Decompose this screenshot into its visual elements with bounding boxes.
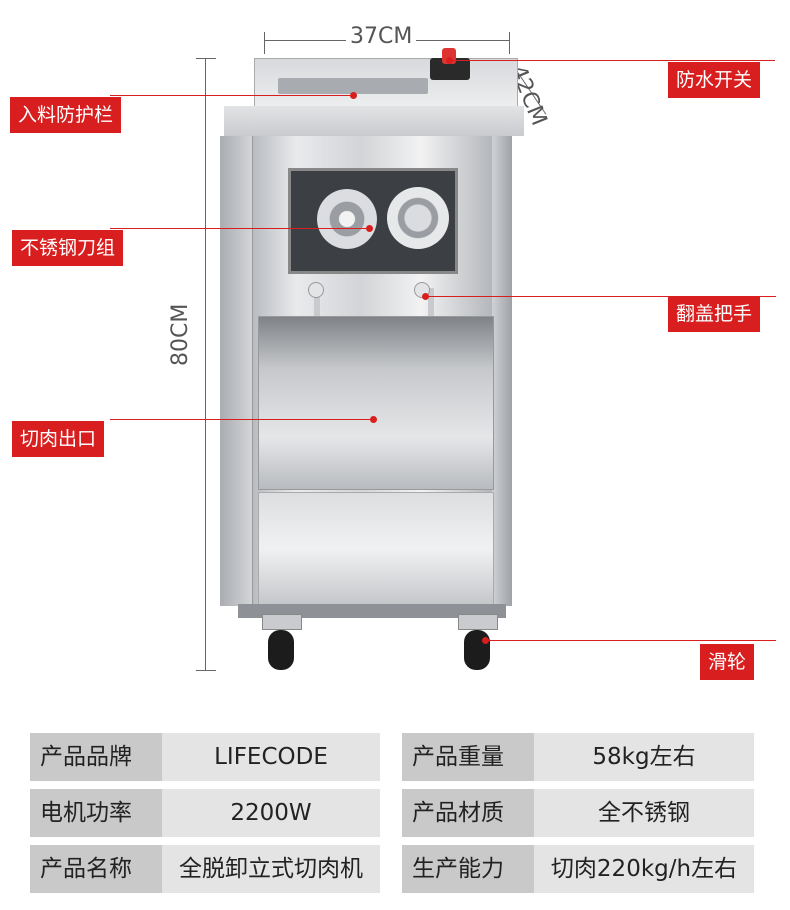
callout-casters: 滑轮 — [700, 644, 755, 680]
feed-guard-slots — [278, 78, 428, 94]
callout-meat-outlet-dot — [370, 416, 377, 423]
callout-feed-guard-dot — [350, 92, 357, 99]
spec-label-brand: 产品品牌 — [30, 733, 162, 781]
spec-label-name: 产品名称 — [30, 845, 162, 893]
spec-value-name: 全脱卸立式切肉机 — [162, 845, 380, 893]
blade-roller-right — [387, 187, 449, 249]
caster-left — [258, 614, 304, 670]
callout-feed-guard-line — [110, 95, 354, 96]
spec-value-weight: 58kg左右 — [534, 733, 754, 781]
spec-label-power: 电机功率 — [30, 789, 162, 837]
callout-blade-set: 不锈钢刀组 — [12, 230, 124, 266]
height-dimension-tick-top — [196, 58, 216, 59]
callout-lid-handle-line — [426, 296, 776, 297]
spec-label-capacity: 生产能力 — [402, 845, 534, 893]
spec-label-weight: 产品重量 — [402, 733, 534, 781]
spec-label-material: 产品材质 — [402, 789, 534, 837]
width-dimension-tick-left — [264, 32, 265, 54]
machine-base — [238, 604, 506, 618]
caster-right — [454, 614, 500, 670]
callout-casters-line — [486, 640, 776, 641]
spec-value-power: 2200W — [162, 789, 380, 837]
spec-value-material: 全不锈钢 — [534, 789, 754, 837]
width-dimension-tick-right — [509, 32, 510, 54]
callout-meat-outlet-line — [110, 419, 374, 420]
callout-lid-handle: 翻盖把手 — [668, 296, 761, 332]
callout-blade-set-dot — [366, 225, 373, 232]
blade-roller-left — [317, 189, 377, 249]
machine-shoulder — [224, 106, 524, 136]
callout-casters-dot — [482, 637, 489, 644]
callout-waterproof-switch-line — [450, 60, 775, 61]
height-dimension-line — [205, 58, 206, 670]
spec-table: 产品品牌 LIFECODE 产品重量 58kg左右 电机功率 2200W 产品材… — [30, 733, 760, 893]
callout-lid-handle-dot — [422, 293, 429, 300]
machine-right-edge — [492, 136, 512, 606]
callout-blade-set-line — [110, 228, 370, 229]
machine-side-panel — [220, 136, 252, 606]
meat-outlet-cavity — [258, 316, 494, 490]
handle-mount-left — [308, 282, 324, 298]
blade-window — [288, 168, 458, 274]
callout-meat-outlet: 切肉出口 — [12, 421, 105, 457]
height-dimension-label: 80CM — [168, 299, 193, 370]
width-dimension-label: 37CM — [346, 24, 417, 49]
waterproof-switch-box — [430, 58, 470, 80]
callout-waterproof-switch: 防水开关 — [668, 62, 761, 98]
spec-value-brand: LIFECODE — [162, 733, 380, 781]
callout-feed-guard: 入料防护栏 — [10, 97, 122, 133]
meat-slicer-machine — [218, 48, 528, 676]
callout-waterproof-switch-dot — [446, 57, 453, 64]
height-dimension-tick-bottom — [196, 670, 216, 671]
spec-value-capacity: 切肉220kg/h左右 — [534, 845, 754, 893]
machine-lower-panel — [258, 492, 494, 606]
